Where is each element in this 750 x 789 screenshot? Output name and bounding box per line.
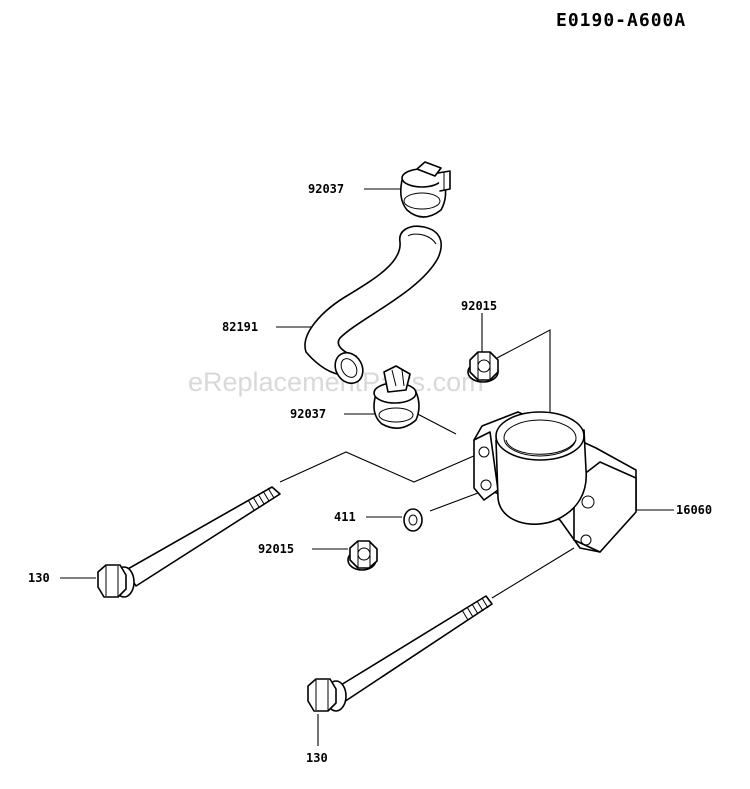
washer[interactable] xyxy=(403,508,423,532)
callout-clamp-top: 92037 xyxy=(308,182,344,196)
callout-nut-top: 92015 xyxy=(461,299,497,313)
callout-body: 16060 xyxy=(676,503,712,517)
bolt-left[interactable] xyxy=(97,486,281,598)
callout-bolt-left: 130 xyxy=(28,571,50,585)
callout-clamp-lower: 92037 xyxy=(290,407,326,421)
housing-body[interactable] xyxy=(473,411,637,553)
flange-nut-lower[interactable] xyxy=(347,540,378,571)
hose-clamp-top[interactable] xyxy=(399,161,451,218)
callout-bolt-bottom: 130 xyxy=(306,751,328,765)
callout-washer: 411 xyxy=(334,510,356,524)
hose[interactable] xyxy=(304,225,442,388)
callout-nut-lower: 92015 xyxy=(258,542,294,556)
flange-nut-top[interactable] xyxy=(467,351,499,383)
bolt-bottom[interactable] xyxy=(307,595,493,712)
diagram-code: E0190-A600A xyxy=(556,10,687,31)
callout-hose: 82191 xyxy=(222,320,258,334)
hose-clamp-lower[interactable] xyxy=(373,365,420,429)
